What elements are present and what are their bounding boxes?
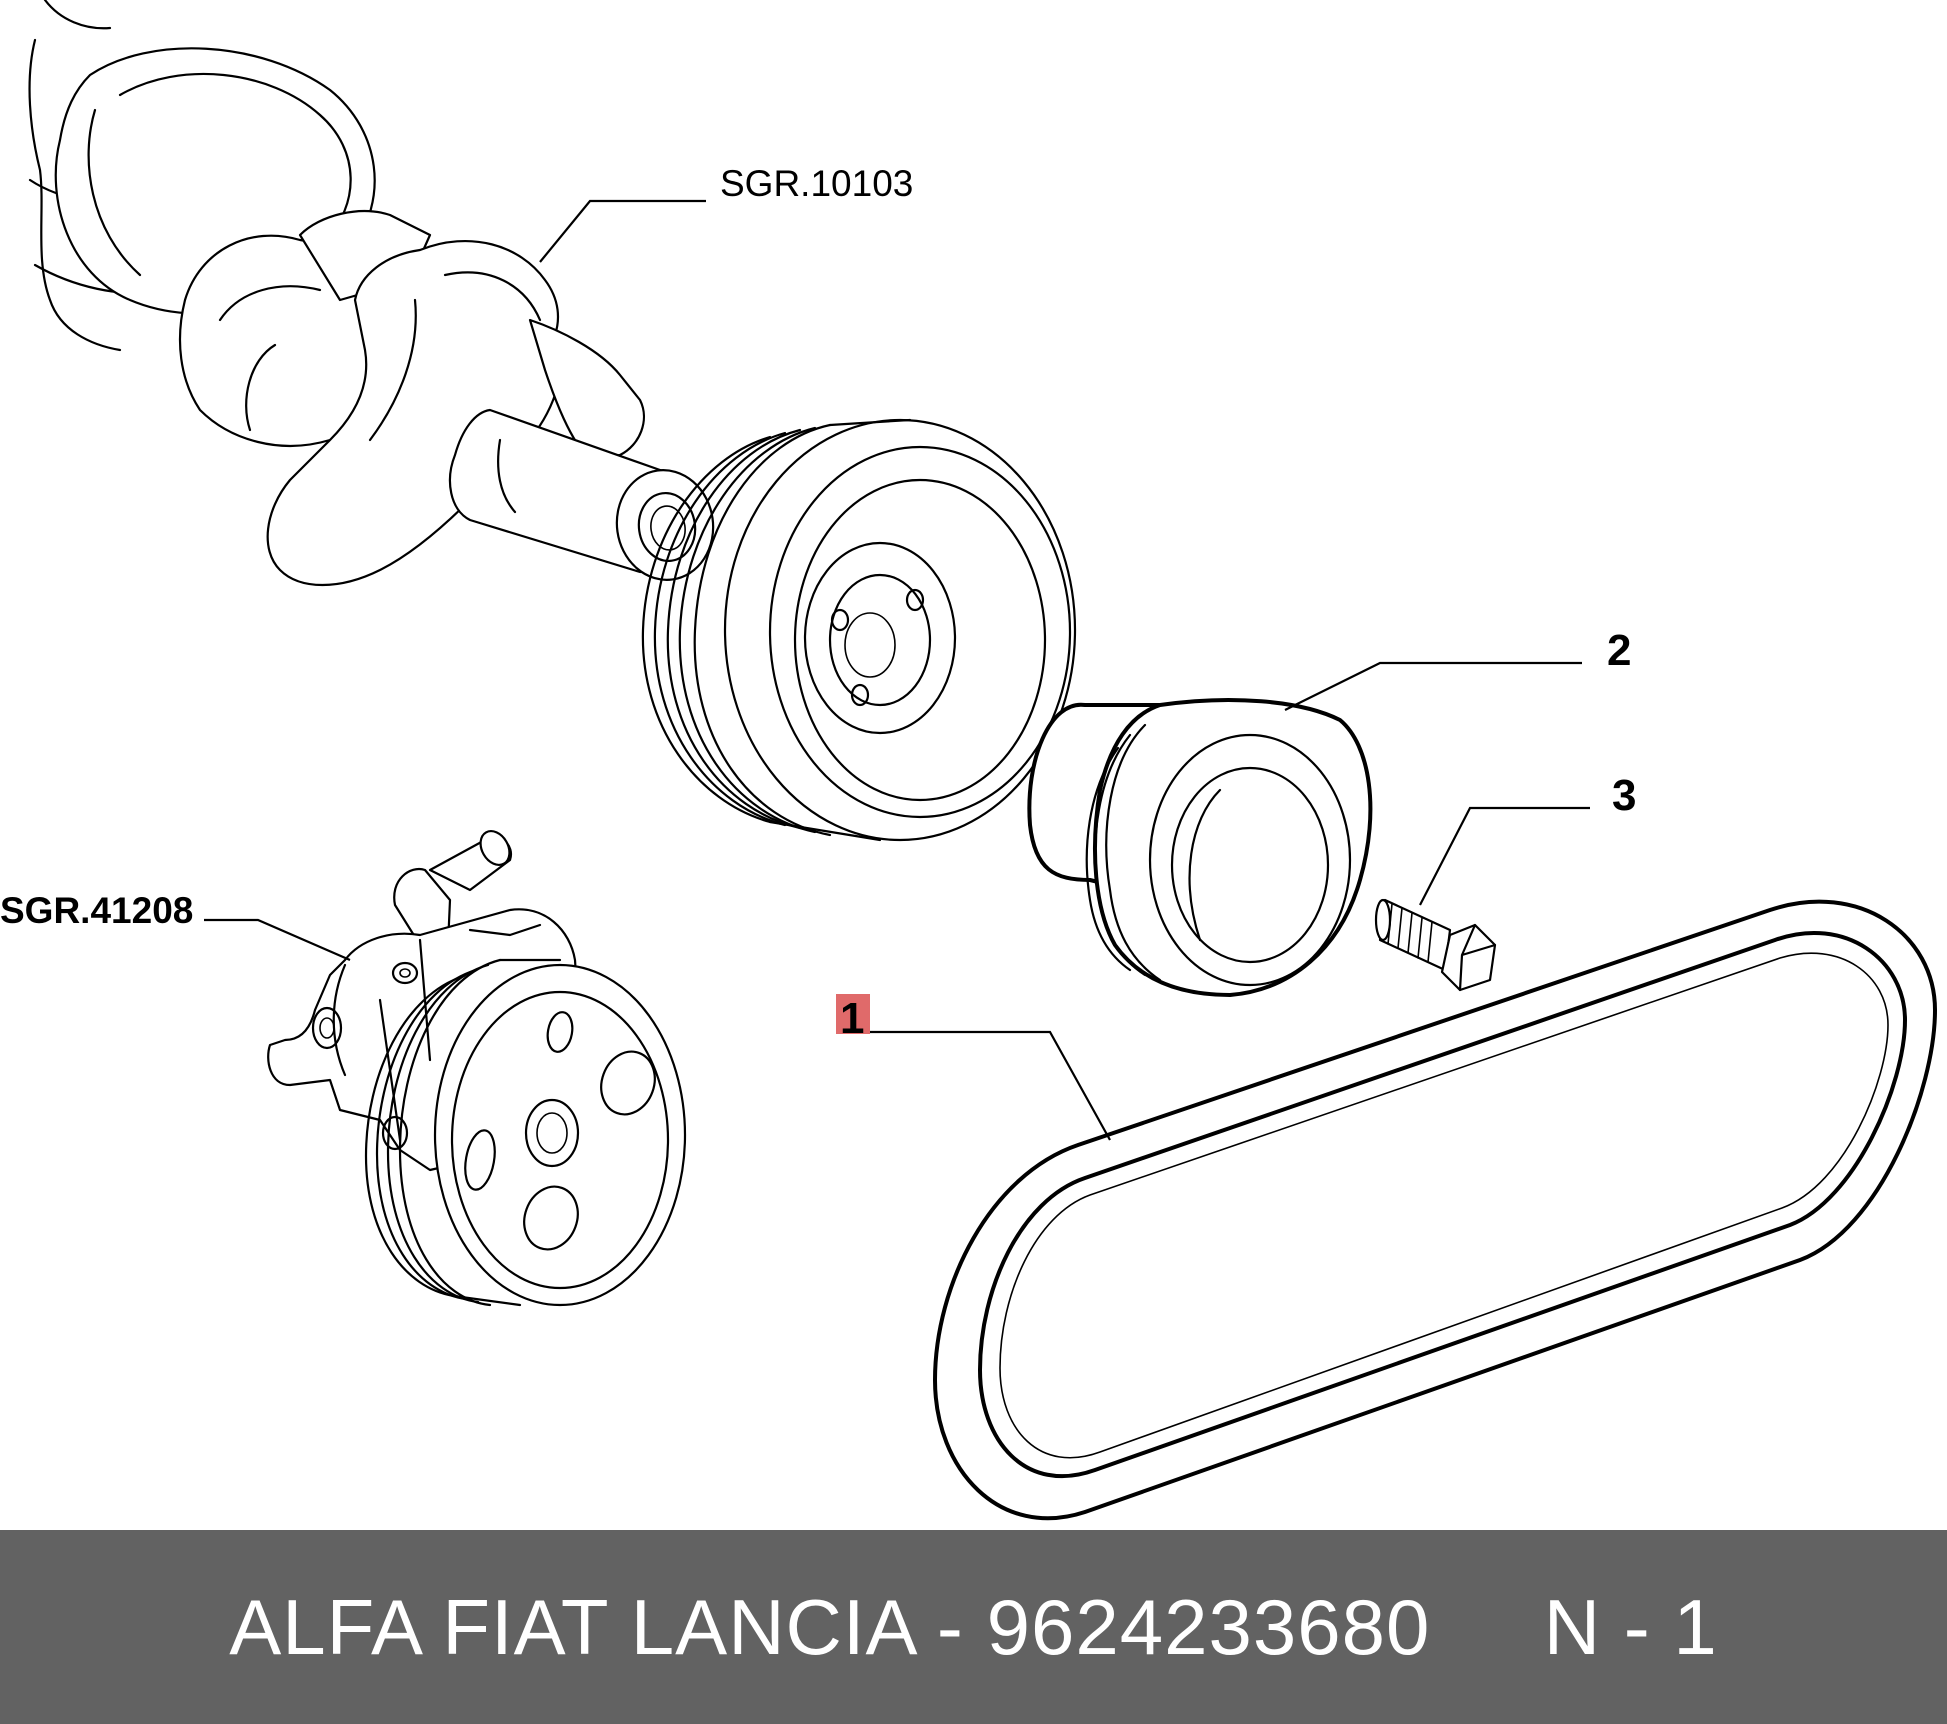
leader-part-2 xyxy=(1284,661,1582,711)
ref-label-sgr-10103[interactable]: SGR.10103 xyxy=(720,163,913,204)
leader-lines xyxy=(204,199,1590,1141)
part-2-pulley-illustration xyxy=(1027,698,1373,997)
crankshaft-illustration xyxy=(28,0,715,586)
leader-sgr-41208 xyxy=(204,918,351,962)
part-label-3[interactable]: 3 xyxy=(1612,771,1636,820)
footer-caption: ALFA FIAT LANCIA - 9624233680 N - 1 xyxy=(229,1582,1718,1673)
footer-part-number: 9624233680 xyxy=(986,1582,1431,1671)
footer-brand: ALFA FIAT LANCIA xyxy=(229,1582,915,1671)
ref-label-sgr-41208[interactable]: SGR.41208 xyxy=(0,890,193,931)
part-label-2[interactable]: 2 xyxy=(1607,626,1631,675)
footer-position: N - 1 xyxy=(1543,1582,1718,1671)
leader-part-1 xyxy=(870,1030,1111,1141)
part-1-belt-illustration xyxy=(933,899,1937,1521)
exploded-parts-diagram: SGR.10103 SGR.41208 2 3 1 xyxy=(0,0,1937,1521)
footer-bar: ALFA FIAT LANCIA - 9624233680 N - 1 xyxy=(0,1530,1947,1724)
part-label-1[interactable]: 1 xyxy=(840,994,864,1043)
footer-spacer xyxy=(1430,1583,1543,1671)
leader-sgr-10103 xyxy=(539,199,706,263)
power-steering-pump-illustration xyxy=(267,830,687,1307)
footer-separator: - xyxy=(914,1582,987,1671)
part-3-bolt-illustration xyxy=(1374,898,1497,992)
part-1-highlight xyxy=(836,994,870,1034)
crankshaft-pulley-illustration xyxy=(641,418,1077,842)
leader-part-3 xyxy=(1419,806,1590,906)
